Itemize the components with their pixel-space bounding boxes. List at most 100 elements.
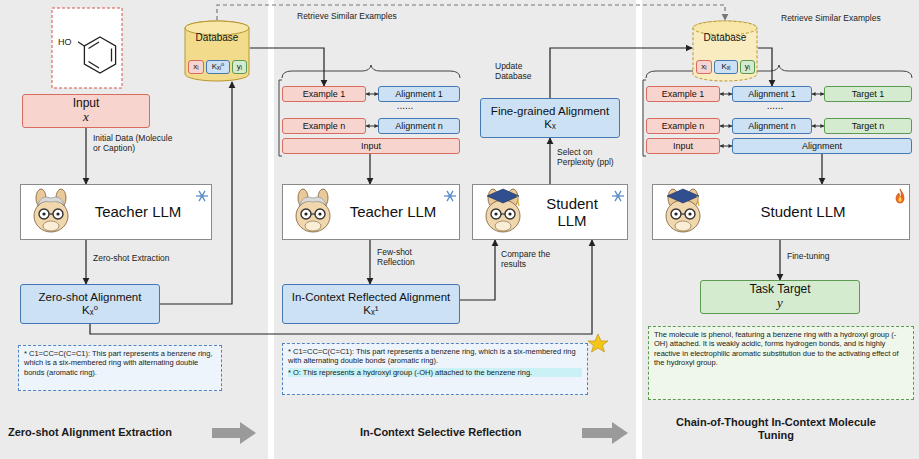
node-text: Example n	[303, 121, 346, 131]
node-text: yᵢ	[237, 62, 242, 71]
node-text: Example 1	[662, 89, 705, 99]
flow-arrow	[250, 48, 324, 86]
node-text: Teacher LLM	[350, 203, 437, 220]
dashed-arrow	[217, 5, 725, 20]
flow-arrow	[821, 154, 822, 184]
ellipsis: ......	[390, 100, 420, 112]
flame-icon	[892, 188, 908, 204]
flow-arrow	[758, 48, 772, 86]
section-title: Chain-of-Thought In-Context Molecule Tun…	[676, 416, 876, 441]
edge-label: Select on Perplexity (ppl)	[556, 148, 630, 168]
panel	[274, 0, 636, 459]
alignment-box: Target n	[824, 118, 912, 134]
alignment-box: Alignment 1	[378, 86, 460, 102]
atom-label: HO	[58, 37, 78, 47]
note-box: * C1=CC=C(C=C1): This part represents a …	[282, 343, 588, 395]
node-text: Alignment n	[748, 121, 796, 131]
node-text: Task Target	[749, 283, 810, 297]
teacher-llama-icon	[23, 186, 79, 240]
brace	[282, 65, 460, 78]
section-title: In-Context Selective Reflection	[360, 426, 570, 439]
alignment-box: Task Targety	[700, 280, 860, 314]
stage-arrow	[212, 422, 256, 444]
llm-box: Student LLM	[652, 184, 910, 240]
node-text: Input	[73, 97, 100, 111]
flow-arrow	[812, 94, 824, 95]
student-llama-icon	[655, 186, 711, 240]
flow-arrow	[549, 138, 550, 184]
flow-arrow	[720, 146, 732, 147]
alignment-box: Example 1	[646, 86, 720, 102]
flow-arrow	[90, 240, 592, 334]
panel	[0, 0, 268, 459]
node-text: Target n	[852, 121, 885, 131]
node-text: Alignment 1	[395, 89, 443, 99]
alignment-box: In-Context Reflected AlignmentKₓ¹	[282, 284, 460, 324]
node-text: Database	[196, 32, 239, 44]
node-text: Target 1	[852, 89, 885, 99]
node-text: Database	[704, 32, 747, 44]
node-text: * C1=CC=C(C=C1): This part represents a …	[24, 349, 216, 377]
student-llama-icon	[475, 186, 531, 240]
node-text: Fine-grained Alignment	[491, 105, 609, 118]
flow-arrow	[460, 240, 495, 300]
node-text: Input	[673, 141, 693, 151]
teacher-llama-icon	[285, 186, 341, 240]
alignment-box: Kₓᵢ⁰	[206, 60, 230, 74]
flow-arrow	[85, 240, 86, 284]
flow-arrow	[366, 94, 378, 95]
node-text: Kₓ	[544, 118, 555, 131]
edge-label: Retrieve Similar Examples	[780, 14, 882, 24]
node-text: x	[83, 110, 89, 125]
llm-box: Student LLM	[472, 184, 628, 240]
ellipsis: ......	[760, 100, 790, 112]
node-text: Kₓ¹	[363, 304, 378, 317]
llm-box: Teacher LLM	[282, 184, 460, 240]
node-text: Kₓ⁰	[82, 304, 98, 317]
alignment-box: Alignment n	[732, 118, 812, 134]
edge-label: Fine-tuning	[786, 252, 831, 262]
node-text: Example n	[662, 121, 705, 131]
note-box: * C1=CC=C(C=C1): This part represents a …	[18, 345, 222, 391]
node-text: * C1=CC=C(C=C1): This part represents a …	[288, 347, 582, 366]
node-text: Student LLM	[760, 203, 845, 220]
edge-label: Zero-shot Extraction	[92, 254, 171, 264]
edge-label: Few-shot Reflection	[376, 248, 440, 268]
alignment-box: Example 1	[282, 86, 366, 102]
node-text: * O: This represents a hydroxyl group (-…	[288, 368, 582, 377]
snowflake-icon	[610, 188, 626, 204]
node-text: Teacher LLM	[95, 203, 182, 220]
alignment-box: Target 1	[824, 86, 912, 102]
node-text: xᵢ	[193, 62, 198, 71]
node-text: Input	[361, 141, 381, 151]
edge-label: Retrieve Similar Examples	[296, 12, 398, 22]
edge-label: Initial Data (Molecule or Caption)	[92, 134, 174, 154]
node-text: Kₓᵢ⁰	[212, 62, 224, 71]
snowflake-icon	[194, 188, 210, 204]
snowflake-icon	[442, 188, 458, 204]
stage-arrow	[582, 422, 628, 444]
node-text: Student LLM	[533, 195, 611, 230]
database: Database xᵢ Kₓᵢ⁰ yᵢ	[184, 20, 250, 82]
alignment-box: xᵢ	[696, 60, 712, 74]
flow-arrow	[85, 128, 86, 184]
alignment-box: Alignment 1	[732, 86, 812, 102]
alignment-box: xᵢ	[188, 60, 204, 74]
llm-box: Teacher LLM	[20, 184, 212, 240]
alignment-box: Alignment n	[378, 118, 460, 134]
node-text: Alignment	[802, 141, 842, 151]
node-text: Zero-shot Alignment	[39, 291, 142, 304]
flow-arrow	[369, 154, 370, 184]
node-text: The molecule is phenol, featuring a benz…	[654, 330, 908, 368]
node-text: y	[777, 296, 783, 311]
node-text: Alignment 1	[748, 89, 796, 99]
flow-arrow	[369, 240, 370, 284]
flow-arrow	[720, 126, 732, 127]
alignment-box: Kₓᵢ	[714, 60, 738, 74]
edge-label: Update Database	[494, 62, 548, 82]
node-text: In-Context Reflected Alignment	[292, 291, 451, 304]
node-text: Kₓᵢ	[721, 62, 730, 71]
molecule-frame	[52, 8, 122, 88]
edge-label: Compare the results	[500, 250, 560, 270]
alignment-box: Fine-grained AlignmentKₓ	[480, 98, 620, 138]
